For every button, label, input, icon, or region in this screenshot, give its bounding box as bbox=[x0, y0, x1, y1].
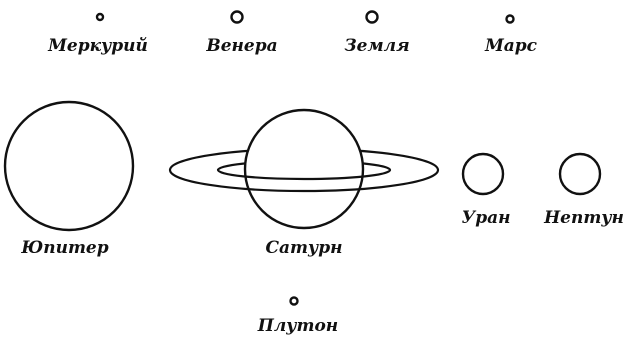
mars-circle bbox=[507, 16, 514, 23]
jupiter-circle bbox=[5, 102, 133, 230]
saturn-group bbox=[170, 110, 438, 228]
saturn-globe bbox=[245, 110, 363, 228]
jupiter-label: Юпитер bbox=[20, 238, 108, 258]
neptune-label: Нептун bbox=[543, 208, 624, 228]
mercury-label: Меркурий bbox=[47, 36, 148, 56]
pluto-label: Плутон bbox=[257, 316, 338, 336]
mercury-circle bbox=[97, 14, 103, 20]
uranus-label: Уран bbox=[461, 208, 510, 228]
mars-label: Марс bbox=[484, 36, 538, 56]
neptune-circle bbox=[560, 154, 600, 194]
venus-circle bbox=[232, 12, 243, 23]
pluto-circle bbox=[291, 298, 298, 305]
saturn-label: Сатурн bbox=[266, 238, 343, 258]
uranus-circle bbox=[463, 154, 503, 194]
earth-label: Земля bbox=[344, 36, 409, 56]
earth-circle bbox=[367, 12, 378, 23]
venus-label: Венера bbox=[205, 36, 277, 56]
